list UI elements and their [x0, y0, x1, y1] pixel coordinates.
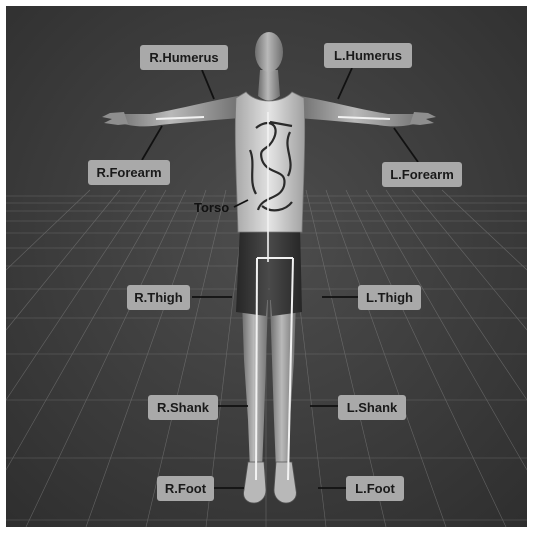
label-r-shank: R.Shank	[148, 395, 218, 420]
label-l-shank: L.Shank	[338, 395, 406, 420]
label-r-foot: R.Foot	[157, 476, 214, 501]
neck	[258, 70, 280, 101]
right-leg-segment	[256, 258, 257, 480]
svg-text:L.Shank: L.Shank	[347, 400, 398, 415]
svg-text:R.Thigh: R.Thigh	[134, 290, 182, 305]
head	[255, 32, 283, 72]
svg-text:R.Shank: R.Shank	[157, 400, 210, 415]
label-r-thigh: R.Thigh	[127, 285, 190, 310]
label-r-forearm: R.Forearm	[88, 160, 170, 185]
label-l-thigh: L.Thigh	[358, 285, 421, 310]
svg-text:L.Humerus: L.Humerus	[334, 48, 402, 63]
left-shoe	[274, 462, 296, 503]
svg-text:L.Forearm: L.Forearm	[390, 167, 454, 182]
svg-text:R.Forearm: R.Forearm	[96, 165, 161, 180]
right-shoe	[244, 462, 266, 503]
label-r-humerus: R.Humerus	[140, 45, 228, 70]
label-torso: Torso	[194, 200, 229, 215]
svg-text:L.Foot: L.Foot	[355, 481, 395, 496]
label-l-foot: L.Foot	[346, 476, 404, 501]
svg-text:R.Foot: R.Foot	[165, 481, 207, 496]
label-l-forearm: L.Forearm	[382, 162, 462, 187]
svg-text:L.Thigh: L.Thigh	[366, 290, 413, 305]
label-l-humerus: L.Humerus	[324, 43, 412, 68]
svg-text:R.Humerus: R.Humerus	[149, 50, 218, 65]
